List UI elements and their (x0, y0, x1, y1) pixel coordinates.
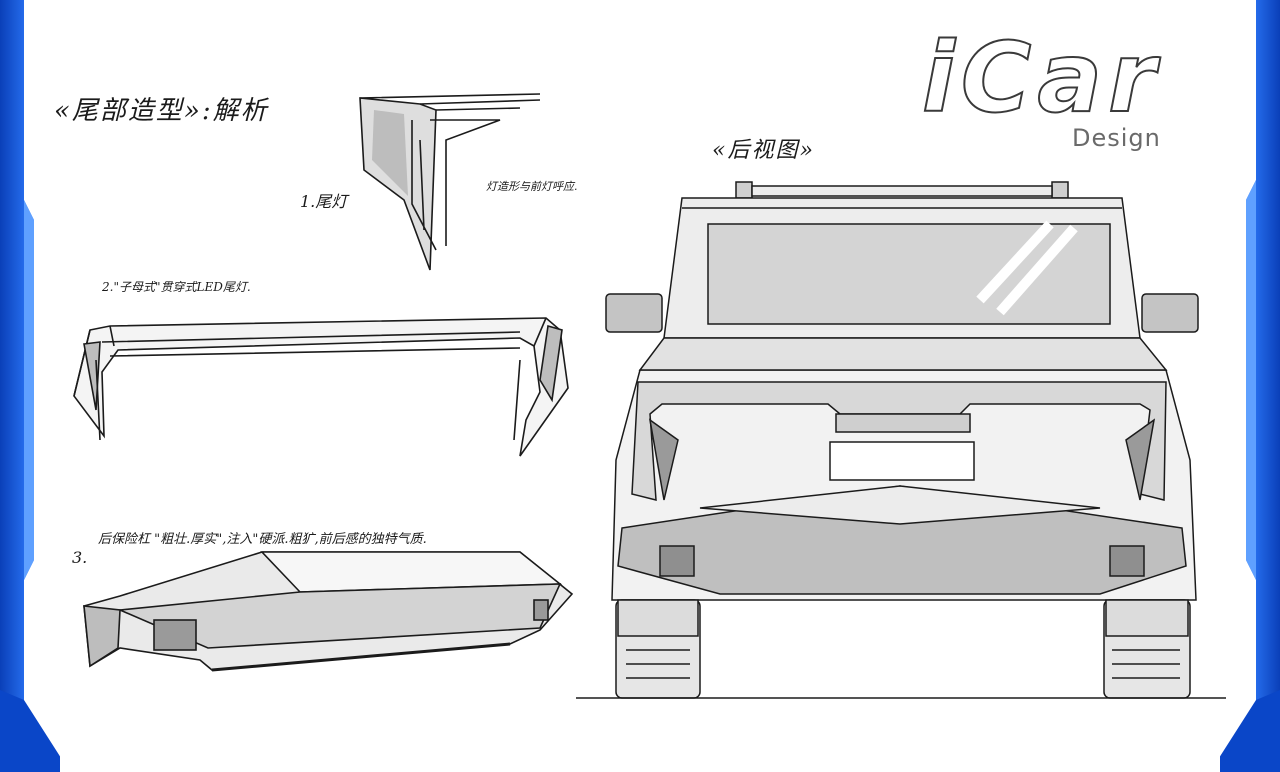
bumper-sketch (83, 551, 574, 672)
note-tail-lamp: 1.尾灯 (300, 192, 348, 211)
note-bumper: 后保险杠 "粗壮.厚实",注入"硬派.粗犷,前后感的独特气质. (98, 532, 427, 547)
rear-view-label: «后视图» (712, 138, 815, 163)
light-bar-sketch (73, 317, 569, 457)
logo-subtitle: Design (1072, 124, 1161, 152)
note-lamp-shape: 灯造形与前灯呼应. (486, 180, 578, 193)
note-led-light-bar: 2."子母式"贯穿式LED尾灯. (102, 280, 251, 294)
left-blue-frame (0, 0, 60, 772)
rear-view-vehicle (576, 181, 1226, 699)
tail-lamp-sketch (359, 93, 541, 271)
icar-logo: iCar (921, 22, 1162, 134)
page-heading: «尾部造型»:解析 (54, 96, 269, 126)
note-item-3: 3. (72, 548, 88, 567)
right-blue-frame (1220, 0, 1280, 772)
